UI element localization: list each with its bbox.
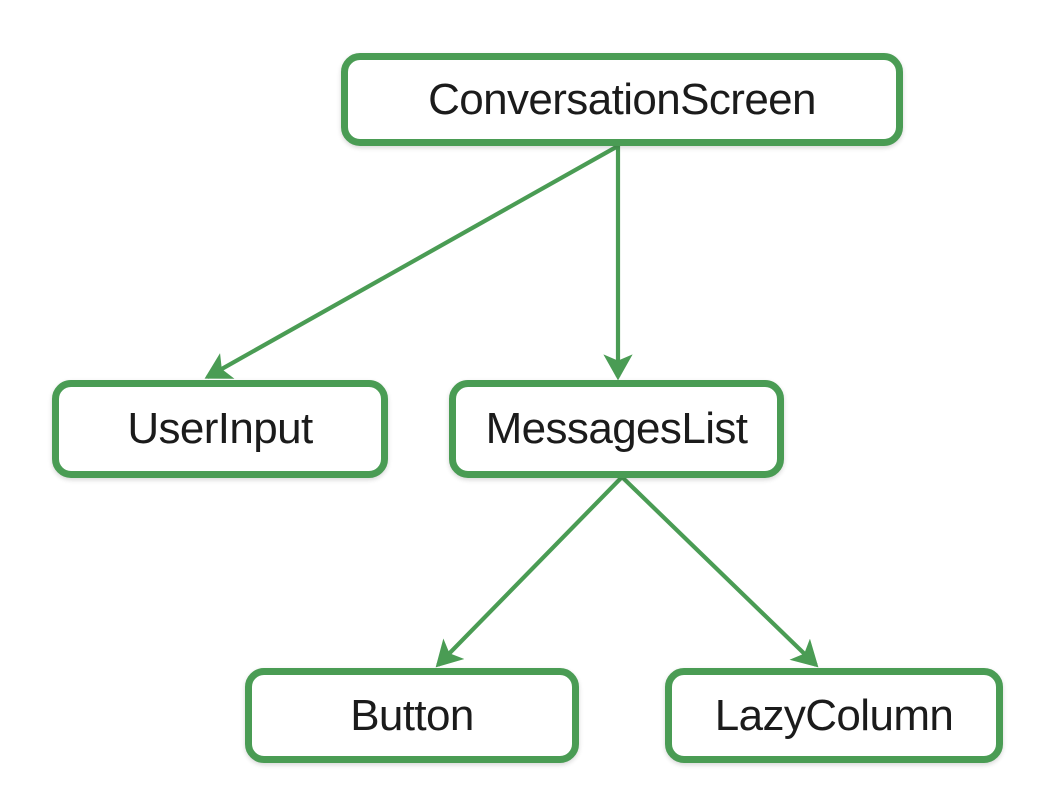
edge-messageslist-to-button [435,475,624,668]
edge-conversationscreen-to-userinput [204,144,620,379]
node-lazycolumn[interactable]: LazyColumn [665,668,1003,763]
node-label: Button [350,690,474,740]
node-button[interactable]: Button [245,668,579,763]
node-label: ConversationScreen [428,74,816,124]
node-userinput[interactable]: UserInput [52,380,388,478]
node-label: LazyColumn [714,690,954,740]
node-label: MessagesList [485,404,748,453]
node-conversationscreen[interactable]: ConversationScreen [341,53,903,146]
edge-messageslist-to-lazycolumn [620,475,819,668]
node-label: UserInput [127,404,313,453]
node-messageslist[interactable]: MessagesList [449,380,784,478]
